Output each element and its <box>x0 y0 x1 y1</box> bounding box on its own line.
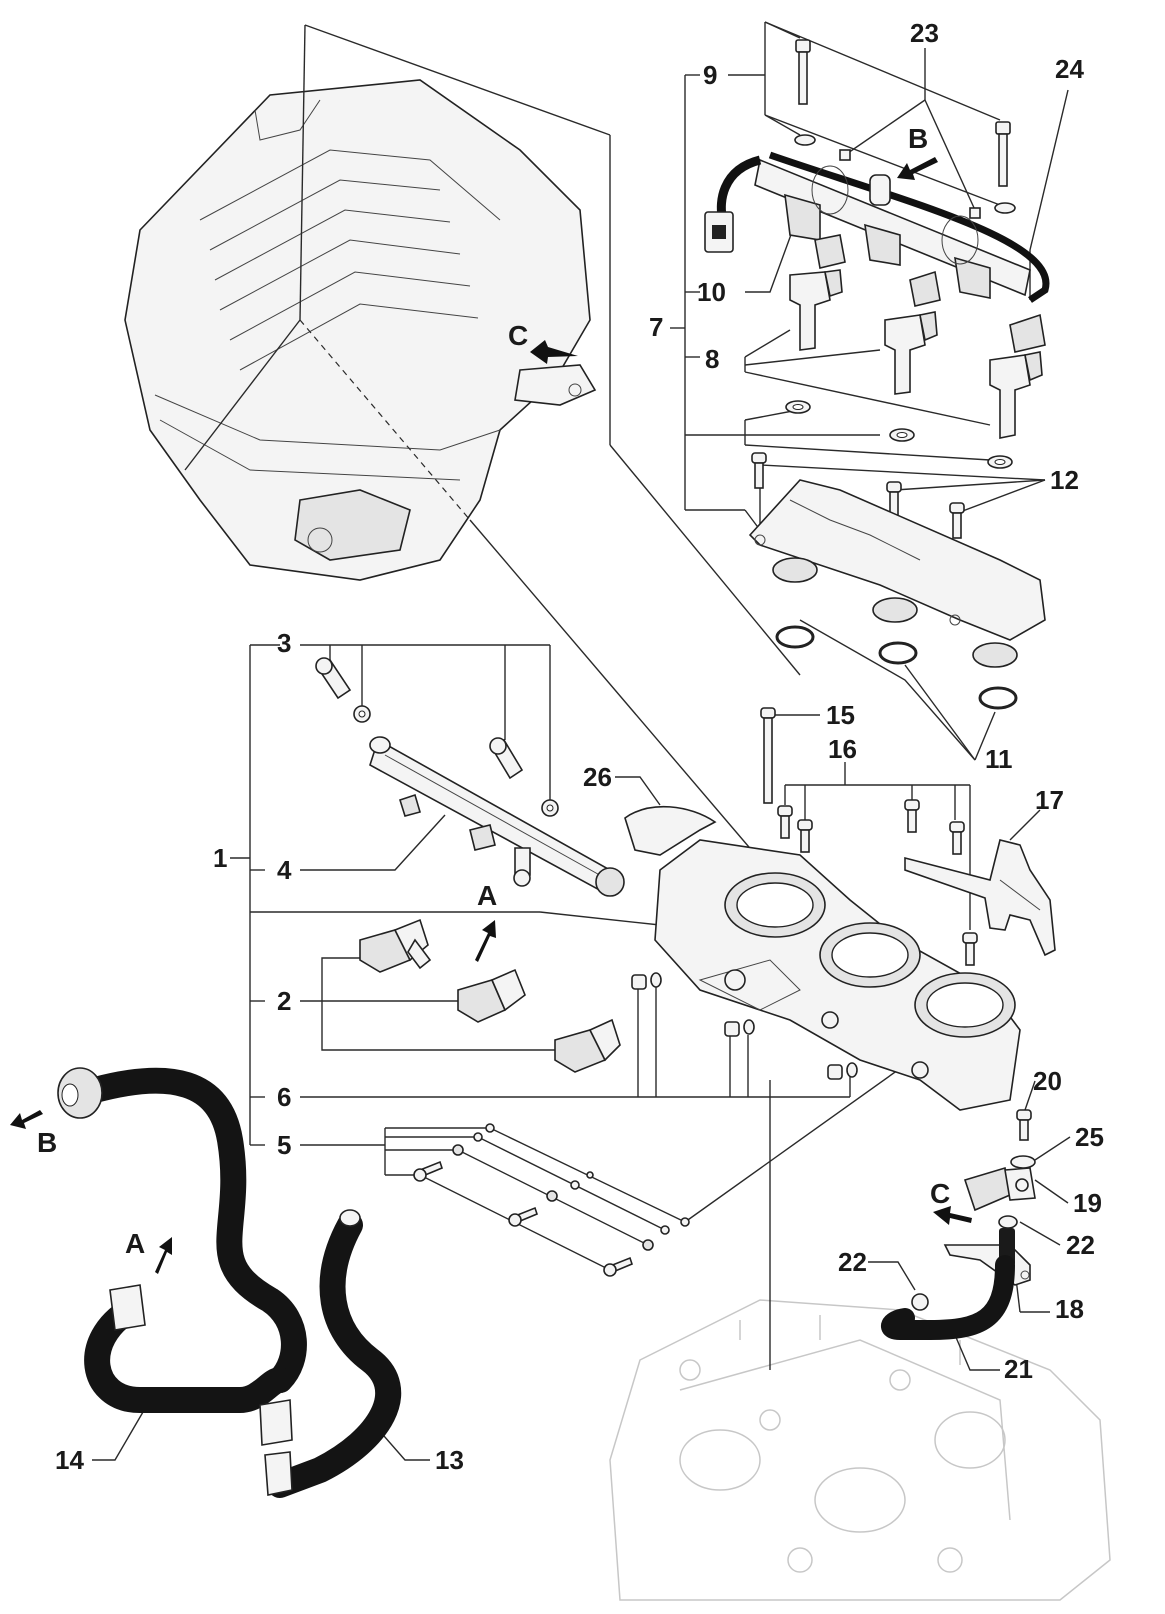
callout-23: 23 <box>910 18 939 48</box>
callout-4: 4 <box>277 855 292 885</box>
injector-rail-assembly <box>704 151 1050 353</box>
view-letter-a-bottom: A <box>125 1228 145 1259</box>
callout-11: 11 <box>985 744 1013 774</box>
view-letter-c-top: C <box>508 320 528 351</box>
screws-15-16 <box>760 707 978 966</box>
callout-20: 20 <box>1033 1066 1062 1096</box>
callout-12: 12 <box>1050 465 1079 495</box>
bolts-9 <box>794 39 1016 219</box>
screws-3 <box>315 657 559 817</box>
view-letter-b-top: B <box>908 123 928 154</box>
callout-25: 25 <box>1075 1122 1104 1152</box>
view-letter-a-top: A <box>477 880 497 911</box>
callout-14: 14 <box>55 1445 84 1475</box>
sensor-group <box>881 1109 1036 1340</box>
injectors-8 <box>789 269 1043 439</box>
seal-washers <box>785 400 1013 469</box>
callout-13: 13 <box>435 1445 464 1475</box>
callout-22: 22 <box>1066 1230 1095 1260</box>
o-rings-11 <box>775 625 1018 710</box>
direction-arrows <box>10 157 972 1274</box>
callout-15: 15 <box>826 700 855 730</box>
hoses-13-14 <box>57 1067 402 1498</box>
screws-5 <box>413 1123 690 1277</box>
engine-block-ghost <box>609 1299 1111 1601</box>
callout-6: 6 <box>277 1082 291 1112</box>
callout-16: 16 <box>828 734 857 764</box>
callout-2: 2 <box>277 986 291 1016</box>
callout-9: 9 <box>703 60 717 90</box>
callout-10: 10 <box>697 277 726 307</box>
airbox <box>124 79 597 581</box>
view-letter-c-bottom: C <box>930 1178 950 1209</box>
fuel-rail <box>369 736 625 897</box>
callout-17: 17 <box>1035 785 1064 815</box>
throttle-body <box>654 839 1021 1111</box>
bracket-17 <box>904 839 1056 957</box>
callout-26: 26 <box>583 762 612 792</box>
gasket-26 <box>624 805 717 856</box>
callout-5: 5 <box>277 1130 291 1160</box>
callout-7: 7 <box>649 312 663 342</box>
callout-labels: 1 2 3 4 5 6 7 8 9 10 11 12 13 14 15 16 1… <box>55 18 1104 1475</box>
plugs-6 <box>631 972 858 1080</box>
callout-24: 24 <box>1055 54 1084 84</box>
view-letter-b-bottom: B <box>37 1127 57 1158</box>
callout-21: 21 <box>1004 1354 1033 1384</box>
callout-8: 8 <box>705 344 719 374</box>
callout-1: 1 <box>213 843 227 873</box>
injectors-2 <box>359 918 621 1073</box>
callout-19: 19 <box>1073 1188 1102 1218</box>
callout-3: 3 <box>277 628 291 658</box>
callout-18: 18 <box>1055 1294 1084 1324</box>
callout-22-second: 22 <box>838 1247 867 1277</box>
view-letters: A A B B C C <box>37 123 950 1259</box>
injector-holder <box>748 479 1046 668</box>
